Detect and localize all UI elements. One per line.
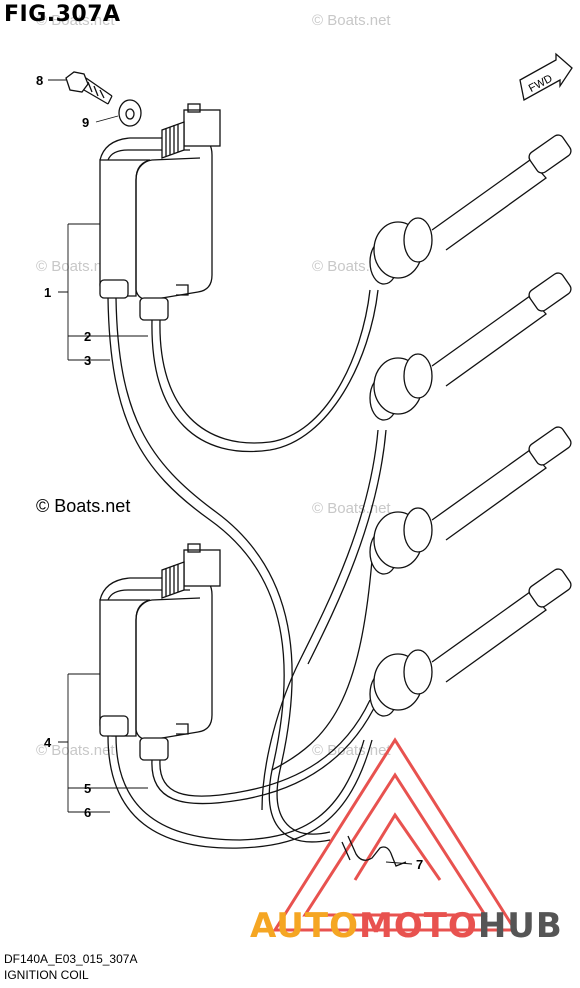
ignition-coil-lower <box>99 543 221 761</box>
callout-numbers: 8 9 1 2 3 4 5 6 7 <box>36 73 423 872</box>
callout-leaders <box>48 79 413 865</box>
watermark: © Boats.net <box>312 742 391 759</box>
ignition-coil-upper <box>99 103 221 321</box>
fwd-arrow-icon: FWD <box>519 52 573 102</box>
callout-6: 6 <box>84 805 91 820</box>
callout-7: 7 <box>416 857 423 872</box>
brand-part-2: MOTO <box>358 906 478 946</box>
callout-4: 4 <box>44 735 52 750</box>
cord-long <box>261 429 387 811</box>
brand-part-3: HUB <box>477 906 563 946</box>
cord-3 <box>107 297 373 843</box>
callout-9: 9 <box>82 115 89 130</box>
callout-8: 8 <box>36 73 43 88</box>
figure-code: DF140A_E03_015_307A <box>4 952 138 966</box>
watermark: © Boats.net <box>36 742 115 759</box>
bolt-part <box>65 71 113 105</box>
cord-clip-part <box>341 835 407 867</box>
plug-cap-1 <box>369 134 572 285</box>
washer-part <box>118 99 142 127</box>
watermark: © Boats.net <box>36 258 115 275</box>
callout-5: 5 <box>84 781 91 796</box>
watermark: © Boats.net <box>36 12 115 29</box>
callout-1: 1 <box>44 285 51 300</box>
plug-cap-2 <box>369 272 572 421</box>
cord-2 <box>151 289 379 453</box>
cord-6 <box>107 735 373 849</box>
copyright-notice: © Boats.net <box>36 496 131 516</box>
cord-5 <box>151 699 379 805</box>
figure-title: FIG.307A <box>4 2 121 27</box>
plug-cap-4 <box>369 568 572 717</box>
plug-cap-3 <box>369 426 572 575</box>
brand-part-1: AUTO <box>250 906 359 946</box>
watermark: © Boats.net <box>312 12 391 29</box>
brand-wordmark: AUTOMOTOHUB <box>250 906 563 946</box>
brand-logo-icon <box>272 737 518 932</box>
figure-name: IGNITION COIL <box>4 968 89 982</box>
callout-2: 2 <box>84 329 91 344</box>
callout-3: 3 <box>84 353 91 368</box>
